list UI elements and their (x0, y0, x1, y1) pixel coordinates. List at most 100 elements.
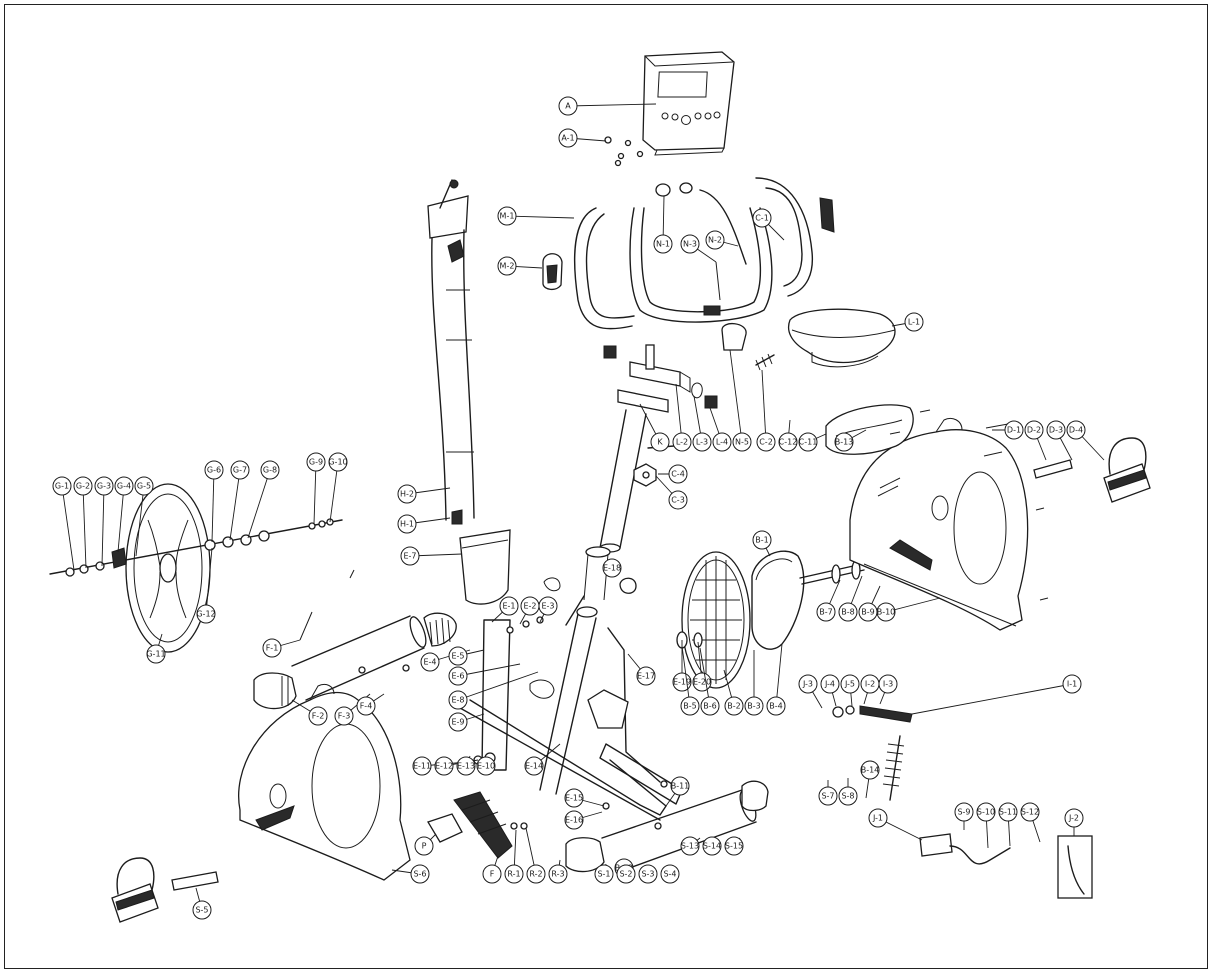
leader-line (211, 469, 215, 543)
callout-label: B-6 (703, 702, 716, 711)
callout-label: E-15 (565, 794, 583, 803)
callout-label: G-4 (117, 482, 131, 491)
callout-label: E-9 (451, 718, 464, 727)
leader-line (729, 349, 743, 443)
callout-n-3: N-3 (680, 234, 717, 263)
callout-label: B-3 (747, 702, 760, 711)
callout-label: N-2 (708, 236, 722, 245)
leader-line (775, 643, 783, 707)
callout-j-5: J-5 (840, 674, 860, 707)
pedal-icon (111, 437, 1151, 923)
leader-line (329, 461, 339, 523)
callout-m-1: M-1 (497, 206, 575, 226)
callout-bubble (616, 864, 636, 884)
leader-line (101, 485, 105, 567)
callout-bubble (1046, 420, 1066, 440)
callout-f-1: F-1 (262, 638, 301, 658)
callout-label: I-1 (1067, 680, 1077, 689)
callout-e-9: E-9 (448, 712, 485, 732)
callout-label: E-7 (403, 552, 416, 561)
callout-s-5: S-5 (192, 887, 212, 920)
front-upright-icon (427, 179, 475, 525)
callout-label: D-3 (1049, 426, 1063, 435)
callout-bubble (308, 706, 328, 726)
callout-bubble (434, 756, 454, 776)
callout-label: I-2 (865, 680, 875, 689)
flywheel-icon (49, 483, 343, 653)
callout-label: F-1 (266, 644, 279, 653)
callout-s-4: S-4 (660, 864, 680, 884)
callout-l-2: L-2 (672, 383, 692, 452)
leader-line (675, 383, 683, 443)
callout-bubble (564, 788, 584, 808)
leader-line (761, 369, 767, 443)
handlebar-icon (574, 177, 814, 330)
diagram-frame (4, 4, 1208, 969)
callout-b-2: B-2 (723, 669, 744, 716)
seat-post-icon (603, 323, 775, 413)
callout-bubble (816, 602, 836, 622)
callout-r-3: R-3 (548, 859, 568, 884)
callout-bubble (954, 802, 974, 822)
callout-s-14: S-14 (702, 836, 722, 856)
callout-i-2: I-2 (860, 674, 880, 705)
leader-line (229, 469, 241, 541)
callout-p: P (414, 833, 437, 856)
callout-label: B-2 (727, 702, 740, 711)
callout-bubble (334, 706, 354, 726)
seat-icon (787, 308, 896, 368)
callout-bubble (668, 490, 688, 510)
callout-bubble (196, 604, 216, 624)
callout-bubble (756, 432, 776, 452)
callout-j-3: J-3 (798, 674, 823, 709)
spring-icon (832, 705, 913, 801)
callout-g-3: G-3 (94, 476, 114, 567)
left-cover-icon (238, 683, 411, 881)
callout-bubble (538, 596, 558, 616)
callout-e-10: E-10 (476, 756, 496, 776)
callout-label: L-4 (716, 438, 728, 447)
callout-bubble (712, 432, 732, 452)
callout-bubble (548, 864, 568, 884)
callout-a: A (558, 96, 657, 116)
callout-bubble (636, 666, 656, 686)
callout-label: G-9 (309, 458, 323, 467)
callout-label: G-1 (55, 482, 69, 491)
callout-e-18: E-18 (602, 558, 622, 578)
leader-line (699, 647, 711, 707)
callout-bubble (94, 476, 114, 496)
callout-j-2: J-2 (1064, 808, 1084, 836)
callout-bubble (732, 432, 752, 452)
callout-label: S-4 (663, 870, 676, 879)
callout-bubble (778, 432, 798, 452)
cover-icon (849, 417, 1029, 631)
callout-label: E-20 (693, 678, 711, 687)
leader-line (247, 469, 271, 539)
callout-bubble (668, 464, 688, 484)
callout-bubble (650, 432, 670, 452)
callout-bubble (410, 864, 430, 884)
callout-bubble (1064, 808, 1084, 828)
callout-label: S-11 (999, 808, 1017, 817)
callout-label: S-12 (1021, 808, 1039, 817)
callout-bubble (724, 836, 744, 856)
callout-b-11: B-11 (665, 776, 690, 807)
callout-label: E-17 (637, 672, 655, 681)
callout-label: E-4 (423, 658, 436, 667)
callout-label: C-2 (759, 438, 773, 447)
callout-bubble (672, 432, 692, 452)
callout-g-6: G-6 (204, 460, 224, 543)
callout-h-2: H-2 (397, 484, 451, 504)
callout-s-3: S-3 (638, 864, 658, 884)
callout-label: B-7 (819, 608, 832, 617)
callout-bubble (497, 206, 517, 226)
callout-label: S-2 (619, 870, 632, 879)
callout-e-14: E-14 (524, 743, 561, 776)
callout-g-10: G-10 (328, 452, 348, 523)
callout-label: S-3 (641, 870, 654, 879)
callout-c-3: C-3 (655, 475, 688, 510)
stabilizer-icon (253, 612, 457, 710)
callout-e-3: E-3 (538, 596, 558, 623)
callout-label: F (490, 870, 495, 879)
